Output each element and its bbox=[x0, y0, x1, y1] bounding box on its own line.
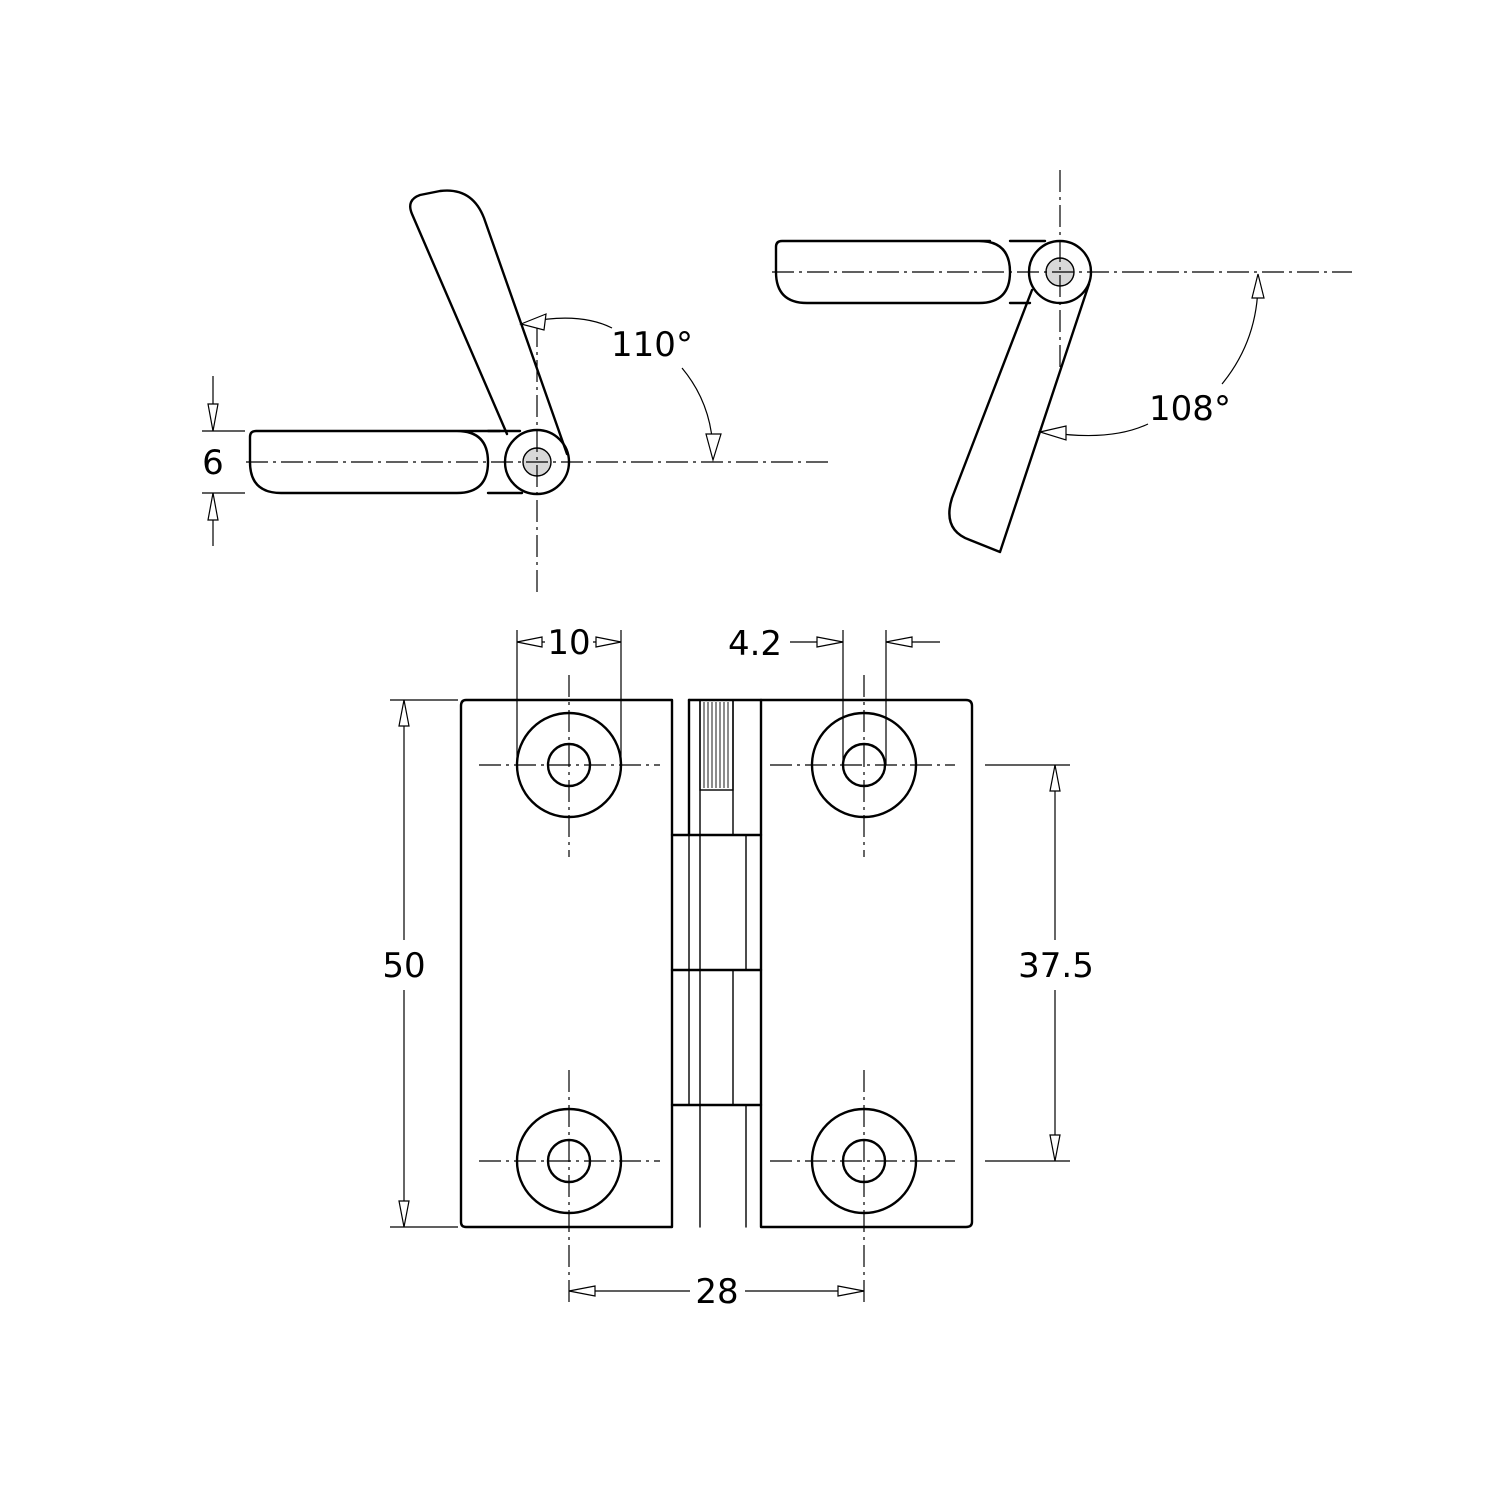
thickness-label: 6 bbox=[202, 443, 224, 483]
mounting-hole-top-left bbox=[479, 675, 660, 857]
dimension-overall-height: 50 bbox=[382, 699, 458, 1228]
vertical-pitch-label: 37.5 bbox=[1018, 946, 1094, 986]
angle-label-110: 110° bbox=[611, 325, 693, 365]
horizontal-leaf-right-view bbox=[774, 239, 1012, 305]
dimension-hole-diameter: 4.2 bbox=[728, 624, 940, 765]
side-view-108: 108° bbox=[772, 170, 1352, 554]
dimension-counterbore: 10 bbox=[516, 623, 622, 765]
horizontal-pitch-label: 28 bbox=[695, 1272, 738, 1312]
angle-label-108: 108° bbox=[1149, 389, 1231, 429]
inclined-leaf-right-view bbox=[948, 282, 1091, 554]
knuckle-front-view bbox=[670, 698, 763, 1228]
hole-diameter-label: 4.2 bbox=[728, 624, 782, 664]
mounting-hole-bottom-right bbox=[770, 1070, 955, 1303]
dimension-vertical-pitch: 37.5 bbox=[985, 764, 1094, 1162]
mounting-hole-bottom-left bbox=[479, 1070, 660, 1303]
horizontal-leaf-left-view bbox=[248, 429, 502, 495]
right-leaf-plate bbox=[759, 698, 974, 1229]
front-view: 10 4.2 50 bbox=[382, 623, 1093, 1312]
side-view-110: 110° 6 bbox=[202, 189, 830, 595]
dimension-horizontal-pitch: 28 bbox=[568, 1272, 865, 1312]
overall-height-label: 50 bbox=[382, 946, 425, 986]
inclined-leaf-left-view bbox=[409, 189, 569, 456]
left-leaf-plate bbox=[459, 698, 674, 1229]
mounting-hole-top-right bbox=[770, 675, 955, 857]
knurled-pin-head bbox=[699, 699, 734, 791]
counterbore-label: 10 bbox=[547, 623, 590, 663]
